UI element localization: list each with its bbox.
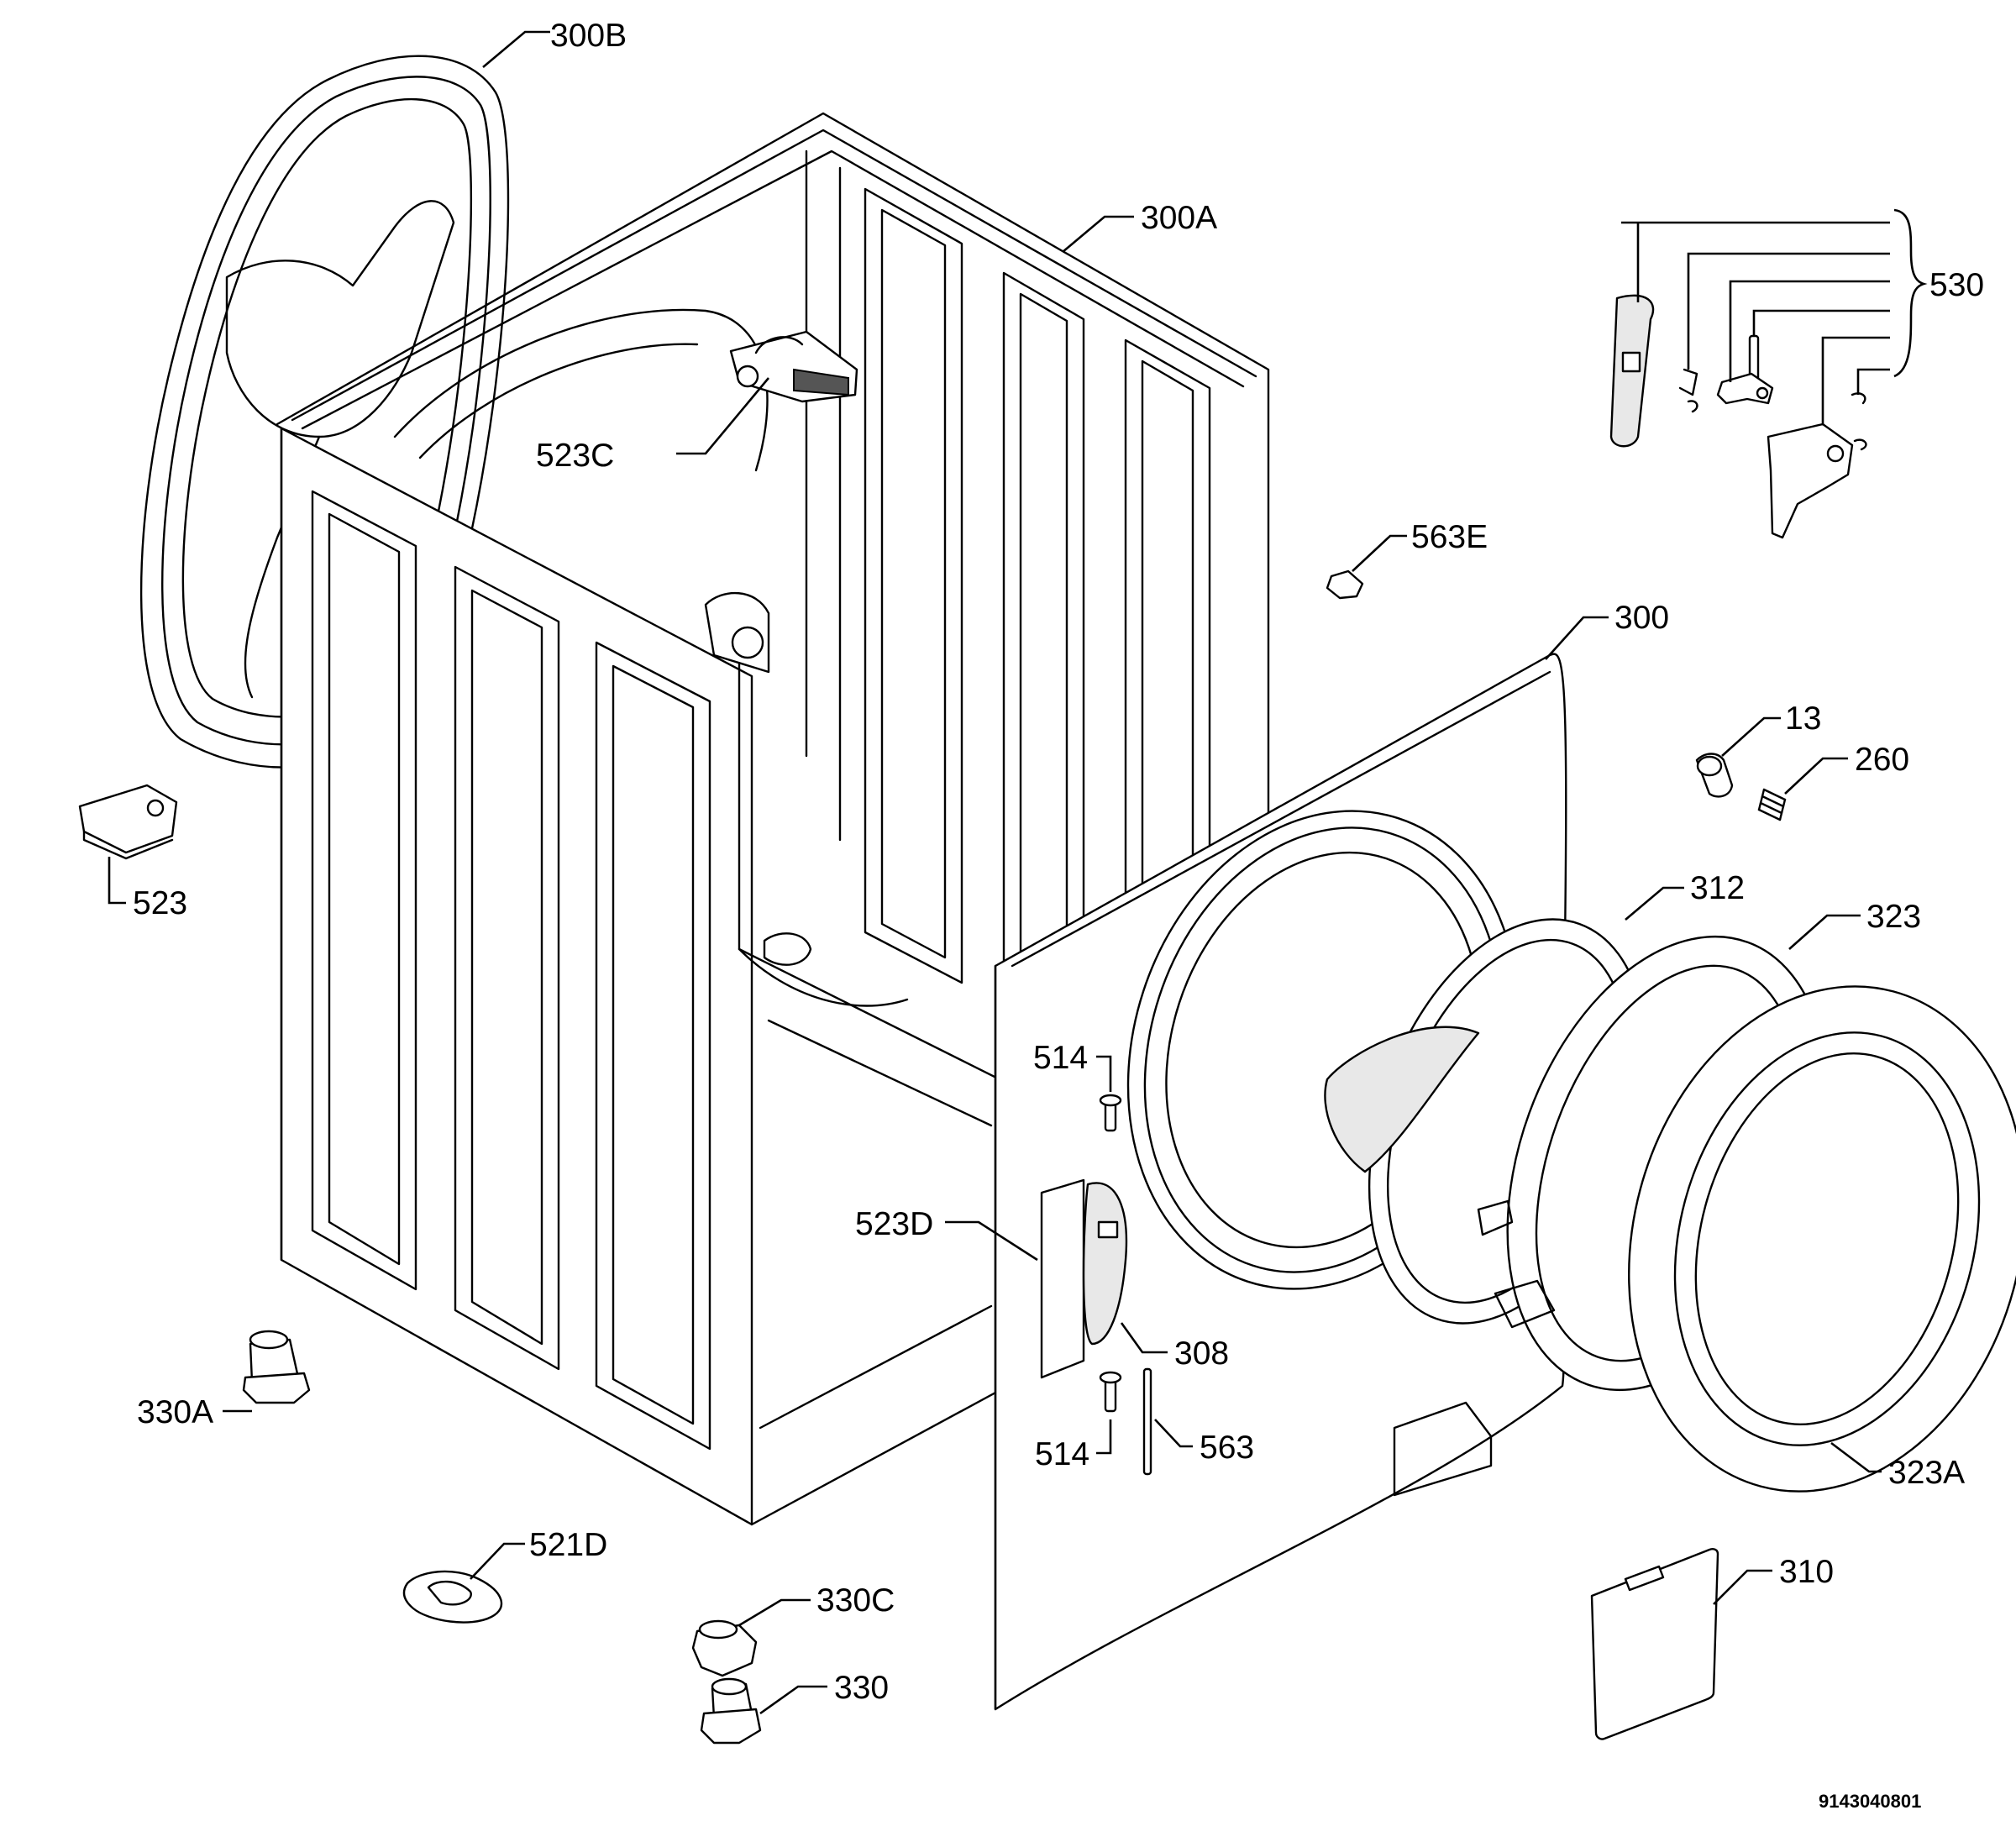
- brace-530: [1893, 208, 1928, 378]
- leader-530-5: [1821, 336, 1890, 424]
- leader-523D: [945, 1220, 1038, 1262]
- label-530: 530: [1929, 267, 1984, 303]
- label-514-top: 514: [1033, 1040, 1088, 1076]
- label-308: 308: [1174, 1335, 1229, 1372]
- label-523C: 523C: [536, 438, 614, 474]
- leader-530-3: [1729, 280, 1890, 382]
- part-323A-outer-ring: [1628, 985, 2016, 1493]
- leader-521D: [470, 1542, 525, 1580]
- label-330C: 330C: [816, 1582, 895, 1619]
- part-563-rod: [1142, 1367, 1152, 1476]
- part-521D-pad: [402, 1570, 503, 1624]
- label-521D: 521D: [529, 1527, 607, 1563]
- leader-310: [1713, 1569, 1772, 1605]
- leader-563: [1154, 1419, 1193, 1448]
- part-labels: 300B 300A 523C 530 563E 300 13 260 523 3…: [133, 18, 1984, 1812]
- label-563: 563: [1200, 1430, 1254, 1466]
- part-523C-bracket: [729, 330, 858, 403]
- part-310-service-flap: [1590, 1548, 1719, 1740]
- leader-308: [1120, 1322, 1168, 1354]
- leader-323A: [1830, 1441, 1882, 1473]
- leader-530-6: [1856, 368, 1890, 395]
- leader-514-bottom: [1096, 1419, 1112, 1455]
- leader-330: [759, 1685, 827, 1715]
- part-330-foot: [700, 1677, 762, 1745]
- leader-300A: [1062, 215, 1134, 253]
- label-323A: 323A: [1888, 1455, 1965, 1491]
- label-260: 260: [1855, 742, 1909, 778]
- part-13-bushing: [1695, 753, 1734, 798]
- leader-523: [108, 857, 126, 905]
- leader-523C: [676, 377, 769, 455]
- part-514-screw-bottom: [1099, 1371, 1122, 1413]
- label-330: 330: [834, 1670, 889, 1706]
- part-260-spring: [1757, 788, 1787, 821]
- part-530-door-lock-set: [1609, 294, 1867, 539]
- leader-563E: [1352, 534, 1407, 572]
- part-563E-pin: [1326, 569, 1364, 600]
- label-330A: 330A: [137, 1394, 213, 1430]
- leader-lines: [108, 30, 1928, 1715]
- part-330A-foot: [242, 1330, 311, 1404]
- label-300A: 300A: [1141, 200, 1217, 236]
- leader-530-2: [1687, 252, 1890, 370]
- label-523D: 523D: [855, 1206, 933, 1242]
- leader-300: [1545, 616, 1609, 660]
- leader-530-4: [1752, 309, 1890, 336]
- leader-312: [1625, 886, 1684, 921]
- label-312: 312: [1690, 870, 1745, 906]
- part-330C-nut: [691, 1619, 758, 1677]
- part-514-screw-top: [1099, 1094, 1122, 1132]
- label-523: 523: [133, 885, 187, 921]
- label-300B: 300B: [550, 18, 627, 54]
- part-523-bracket: [78, 784, 178, 860]
- label-310: 310: [1779, 1554, 1834, 1590]
- leader-260: [1784, 757, 1848, 795]
- label-323: 323: [1866, 899, 1921, 935]
- leader-330C: [738, 1598, 811, 1627]
- label-563E: 563E: [1411, 519, 1488, 555]
- cabinet-side-ribs: [311, 490, 711, 1451]
- label-300: 300: [1614, 600, 1669, 636]
- leader-300B: [482, 30, 550, 68]
- document-id: 9143040801: [1819, 1791, 1921, 1812]
- part-300A-cabinet: [276, 112, 1270, 1526]
- label-514-bottom: 514: [1035, 1436, 1089, 1472]
- leader-514-top: [1096, 1055, 1112, 1092]
- label-13: 13: [1785, 700, 1821, 737]
- leader-13: [1721, 716, 1781, 757]
- leader-323: [1788, 914, 1861, 950]
